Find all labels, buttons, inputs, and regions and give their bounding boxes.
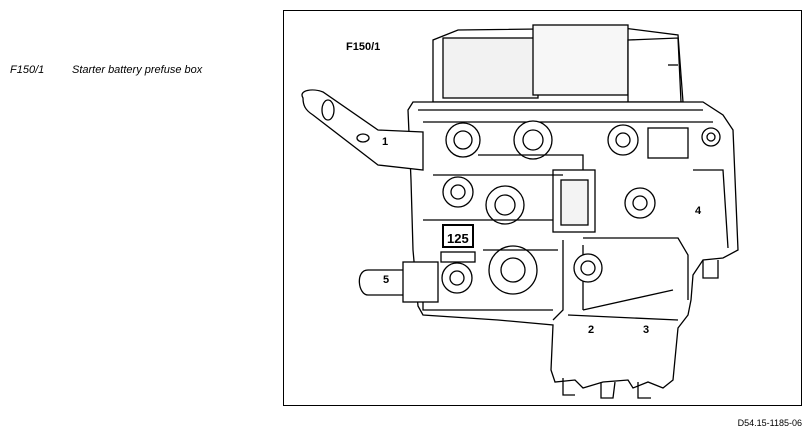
top-cover xyxy=(432,24,684,103)
callout-2: 2 xyxy=(588,324,595,336)
stud-nuts xyxy=(441,120,721,295)
callout-5: 5 xyxy=(383,274,390,286)
bus-bars xyxy=(423,154,584,251)
fuse-inserts xyxy=(440,127,689,263)
callout-1: 1 xyxy=(382,136,389,148)
callout-3: 3 xyxy=(643,324,650,336)
diagram-frame xyxy=(283,10,802,406)
legend-description: Starter battery prefuse box xyxy=(72,64,203,76)
prefuse-box-drawing xyxy=(301,24,739,399)
callout-4: 4 xyxy=(695,205,702,217)
terminal-lug-5 xyxy=(358,261,439,303)
diagram-title: F150/1 xyxy=(346,41,381,53)
terminal-lug-1 xyxy=(301,89,424,171)
figure-id: D54.15-1185-06 xyxy=(737,418,802,428)
fuse-rating-label: 125 xyxy=(447,231,469,246)
legend-code: F150/1 xyxy=(10,64,45,76)
